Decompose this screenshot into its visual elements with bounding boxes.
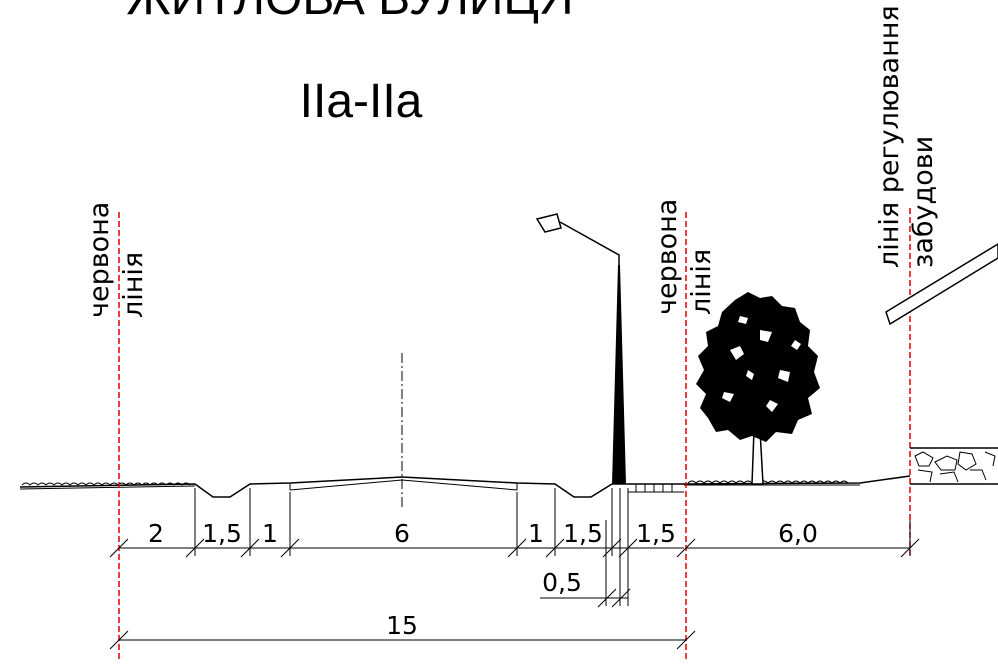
red-line-right-word2: лінія bbox=[686, 249, 717, 315]
tree-icon bbox=[696, 292, 820, 485]
dimension-lines bbox=[109, 488, 920, 650]
red-line-left-word1: червона bbox=[84, 202, 115, 318]
road-pavement bbox=[289, 483, 518, 490]
ground-profile bbox=[19, 475, 911, 498]
building-line-word2: забудови bbox=[908, 136, 939, 268]
dim-lawn-2: 2 bbox=[148, 519, 164, 548]
building-icon bbox=[885, 243, 998, 485]
dim-shoulder-right-1: 1 bbox=[528, 519, 544, 548]
lawn-texture-right bbox=[687, 480, 849, 484]
dim-sidewalk-1-5: 1,5 bbox=[636, 519, 676, 548]
dim-ditch-right-1-5: 1,5 bbox=[563, 519, 603, 548]
red-line-right-label: червона лінія bbox=[652, 199, 717, 315]
dim-shoulder-left-1: 1 bbox=[262, 519, 278, 548]
dim-ditch-left-1-5: 1,5 bbox=[202, 519, 242, 548]
drawing-title: ЖИТЛОВА ВУЛИЦЯ bbox=[126, 0, 573, 25]
red-line-left-word2: лінія bbox=[118, 252, 149, 318]
red-line-right-word1: червона bbox=[652, 199, 683, 315]
red-line-left-label: червона лінія bbox=[84, 202, 149, 318]
sidewalk-tiles bbox=[635, 484, 673, 492]
street-lamp-icon bbox=[535, 213, 626, 484]
dim-total-15: 15 bbox=[386, 611, 418, 640]
building-line-label: лінія регулювання забудови bbox=[874, 5, 939, 268]
dim-carriageway-6: 6 bbox=[394, 519, 410, 548]
dim-lamp-0-5: 0,5 bbox=[542, 568, 582, 597]
dim-setback-6-0: 6,0 bbox=[778, 519, 818, 548]
section-label: IIa-IIa bbox=[300, 75, 423, 128]
lawn-texture-left bbox=[21, 482, 191, 486]
building-line-word1: лінія регулювання bbox=[874, 5, 905, 268]
